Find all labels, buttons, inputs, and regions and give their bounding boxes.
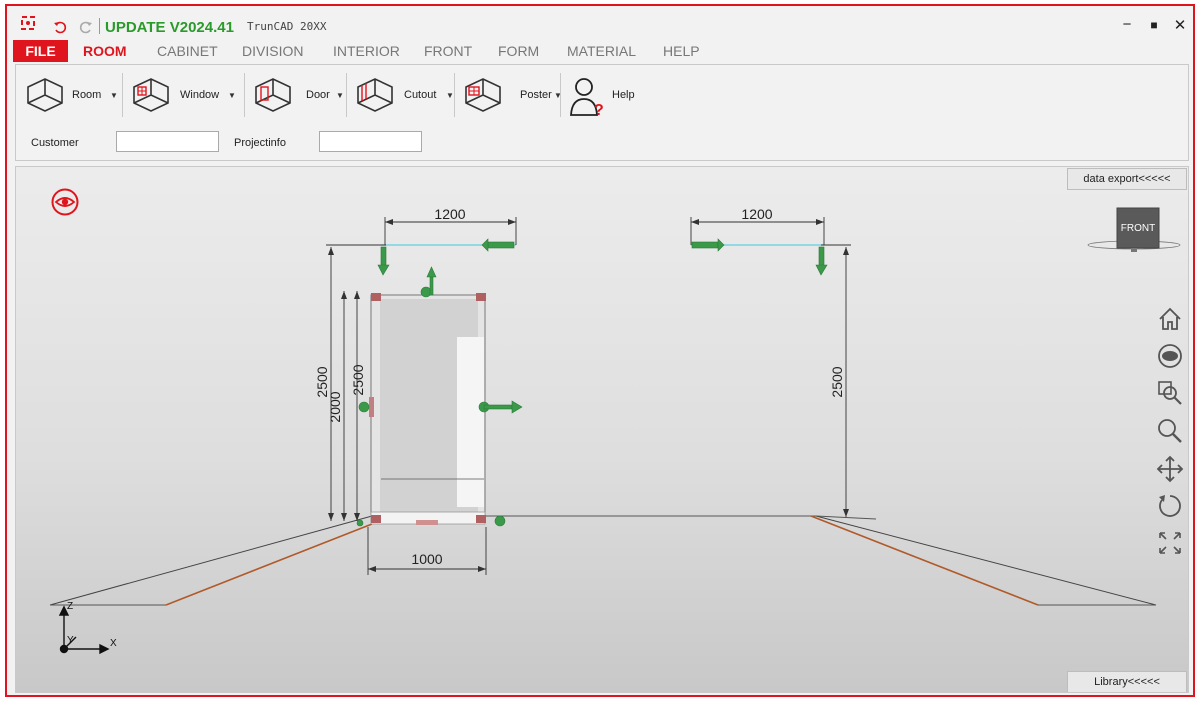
menu-cabinet[interactable]: CABINET xyxy=(157,43,218,59)
floor-outline xyxy=(49,515,1157,606)
door-element[interactable] xyxy=(369,293,486,525)
app-title: UPDATE V2024.41 xyxy=(105,19,234,36)
home-view-icon[interactable] xyxy=(1156,305,1184,333)
help-label: Help xyxy=(612,89,635,101)
pan-icon[interactable] xyxy=(1156,455,1184,483)
help-icon: ? xyxy=(570,78,604,119)
ribbon-separator xyxy=(454,73,455,117)
poster-button[interactable]: Poster ▼ xyxy=(458,71,562,117)
ribbon-separator xyxy=(560,73,561,117)
ribbon-toolbar: Room ▼ Window ▼ Door ▼ xyxy=(15,64,1189,161)
menu-room[interactable]: ROOM xyxy=(83,43,127,59)
zoom-icon[interactable] xyxy=(1156,417,1184,445)
fullscreen-icon[interactable] xyxy=(1156,529,1184,557)
door-icon xyxy=(255,78,291,112)
customer-input[interactable] xyxy=(116,131,219,152)
app-logo-icon xyxy=(21,16,35,30)
menu-front[interactable]: FRONT xyxy=(424,43,473,59)
svg-text:?: ? xyxy=(594,102,604,119)
view-cube-face-label: FRONT xyxy=(1120,223,1156,234)
dim-door-width: 1000 xyxy=(411,551,442,567)
axis-z-label: Z xyxy=(67,601,73,612)
ribbon-separator xyxy=(346,73,347,117)
projectinfo-label: Projectinfo xyxy=(234,137,286,149)
cutout-icon xyxy=(357,78,393,112)
ribbon-separator xyxy=(122,73,123,117)
dim-width-right: 1200 xyxy=(741,206,772,222)
poster-icon xyxy=(465,78,501,112)
dim-height-outer: 2500 xyxy=(314,366,330,397)
menu-file[interactable]: FILE xyxy=(13,40,68,62)
close-button[interactable]: ✕ xyxy=(1173,17,1187,34)
menu-interior[interactable]: INTERIOR xyxy=(333,43,400,59)
help-button[interactable]: ? Help xyxy=(564,71,644,119)
zoom-window-icon[interactable] xyxy=(1156,379,1184,407)
title-separator xyxy=(99,18,100,34)
axis-y-label: Y xyxy=(67,635,74,646)
dimension-lines xyxy=(330,217,847,575)
chevron-down-icon[interactable]: ▼ xyxy=(336,91,344,100)
cutout-button[interactable]: Cutout ▼ xyxy=(350,71,454,117)
axis-x-label: X xyxy=(110,638,117,649)
axis-indicator xyxy=(58,605,110,655)
chevron-down-icon[interactable]: ▼ xyxy=(228,91,236,100)
cutout-label: Cutout xyxy=(404,89,437,101)
menu-form[interactable]: FORM xyxy=(498,43,540,59)
menu-division[interactable]: DIVISION xyxy=(242,43,304,59)
room-scene: 1200 1200 2500 2000 2500 2500 1000 Z Y X xyxy=(49,206,1157,655)
dim-height-right: 2500 xyxy=(829,366,845,397)
maximize-button[interactable]: ■ xyxy=(1150,18,1158,32)
window-icon xyxy=(133,78,169,112)
visibility-eye-icon[interactable] xyxy=(50,187,80,217)
chevron-down-icon[interactable]: ▼ xyxy=(110,91,118,100)
dim-width-left: 1200 xyxy=(434,206,465,222)
window-label: Window xyxy=(180,89,220,101)
minimize-button[interactable]: − xyxy=(1122,16,1132,33)
dim-height-inner: 2500 xyxy=(350,364,366,395)
app-window: UPDATE V2024.41 TrunCAD 20XX − ■ ✕ FILE … xyxy=(5,4,1195,697)
orbit-view-icon[interactable] xyxy=(1156,342,1184,370)
door-button[interactable]: Door ▼ xyxy=(248,71,344,117)
undo-icon[interactable] xyxy=(53,20,67,34)
room-label: Room xyxy=(72,89,102,101)
view-cube[interactable]: FRONT xyxy=(1084,205,1184,255)
room-button[interactable]: Room ▼ xyxy=(20,71,120,117)
dim-height-door-frame: 2000 xyxy=(327,391,343,422)
rotate-icon[interactable] xyxy=(1156,492,1184,520)
door-label: Door xyxy=(306,89,330,101)
3d-viewport[interactable]: 1200 1200 2500 2000 2500 2500 1000 Z Y X xyxy=(15,166,1189,693)
dimension-arrows xyxy=(328,219,849,572)
menu-material[interactable]: MATERIAL xyxy=(567,43,636,59)
library-tab[interactable]: Library<<<<< xyxy=(1067,671,1187,692)
customer-label: Customer xyxy=(31,137,79,149)
menu-bar: FILE ROOM CABINET DIVISION INTERIOR FRON… xyxy=(7,40,1193,62)
app-subtitle: TrunCAD 20XX xyxy=(247,20,327,33)
view-cube-compass-icon xyxy=(1087,207,1181,252)
menu-help[interactable]: HELP xyxy=(663,43,700,59)
room-icon xyxy=(27,78,63,112)
chevron-down-icon[interactable]: ▼ xyxy=(446,91,454,100)
projectinfo-input[interactable] xyxy=(319,131,422,152)
chevron-down-icon[interactable]: ▼ xyxy=(554,91,562,100)
move-gizmo[interactable] xyxy=(356,238,828,527)
poster-label: Poster xyxy=(520,89,552,101)
ribbon-separator xyxy=(244,73,245,117)
window-button[interactable]: Window ▼ xyxy=(126,71,240,117)
data-export-tab[interactable]: data export<<<<< xyxy=(1067,168,1187,190)
title-bar: UPDATE V2024.41 TrunCAD 20XX − ■ ✕ xyxy=(7,6,1193,40)
redo-icon[interactable] xyxy=(79,20,93,34)
